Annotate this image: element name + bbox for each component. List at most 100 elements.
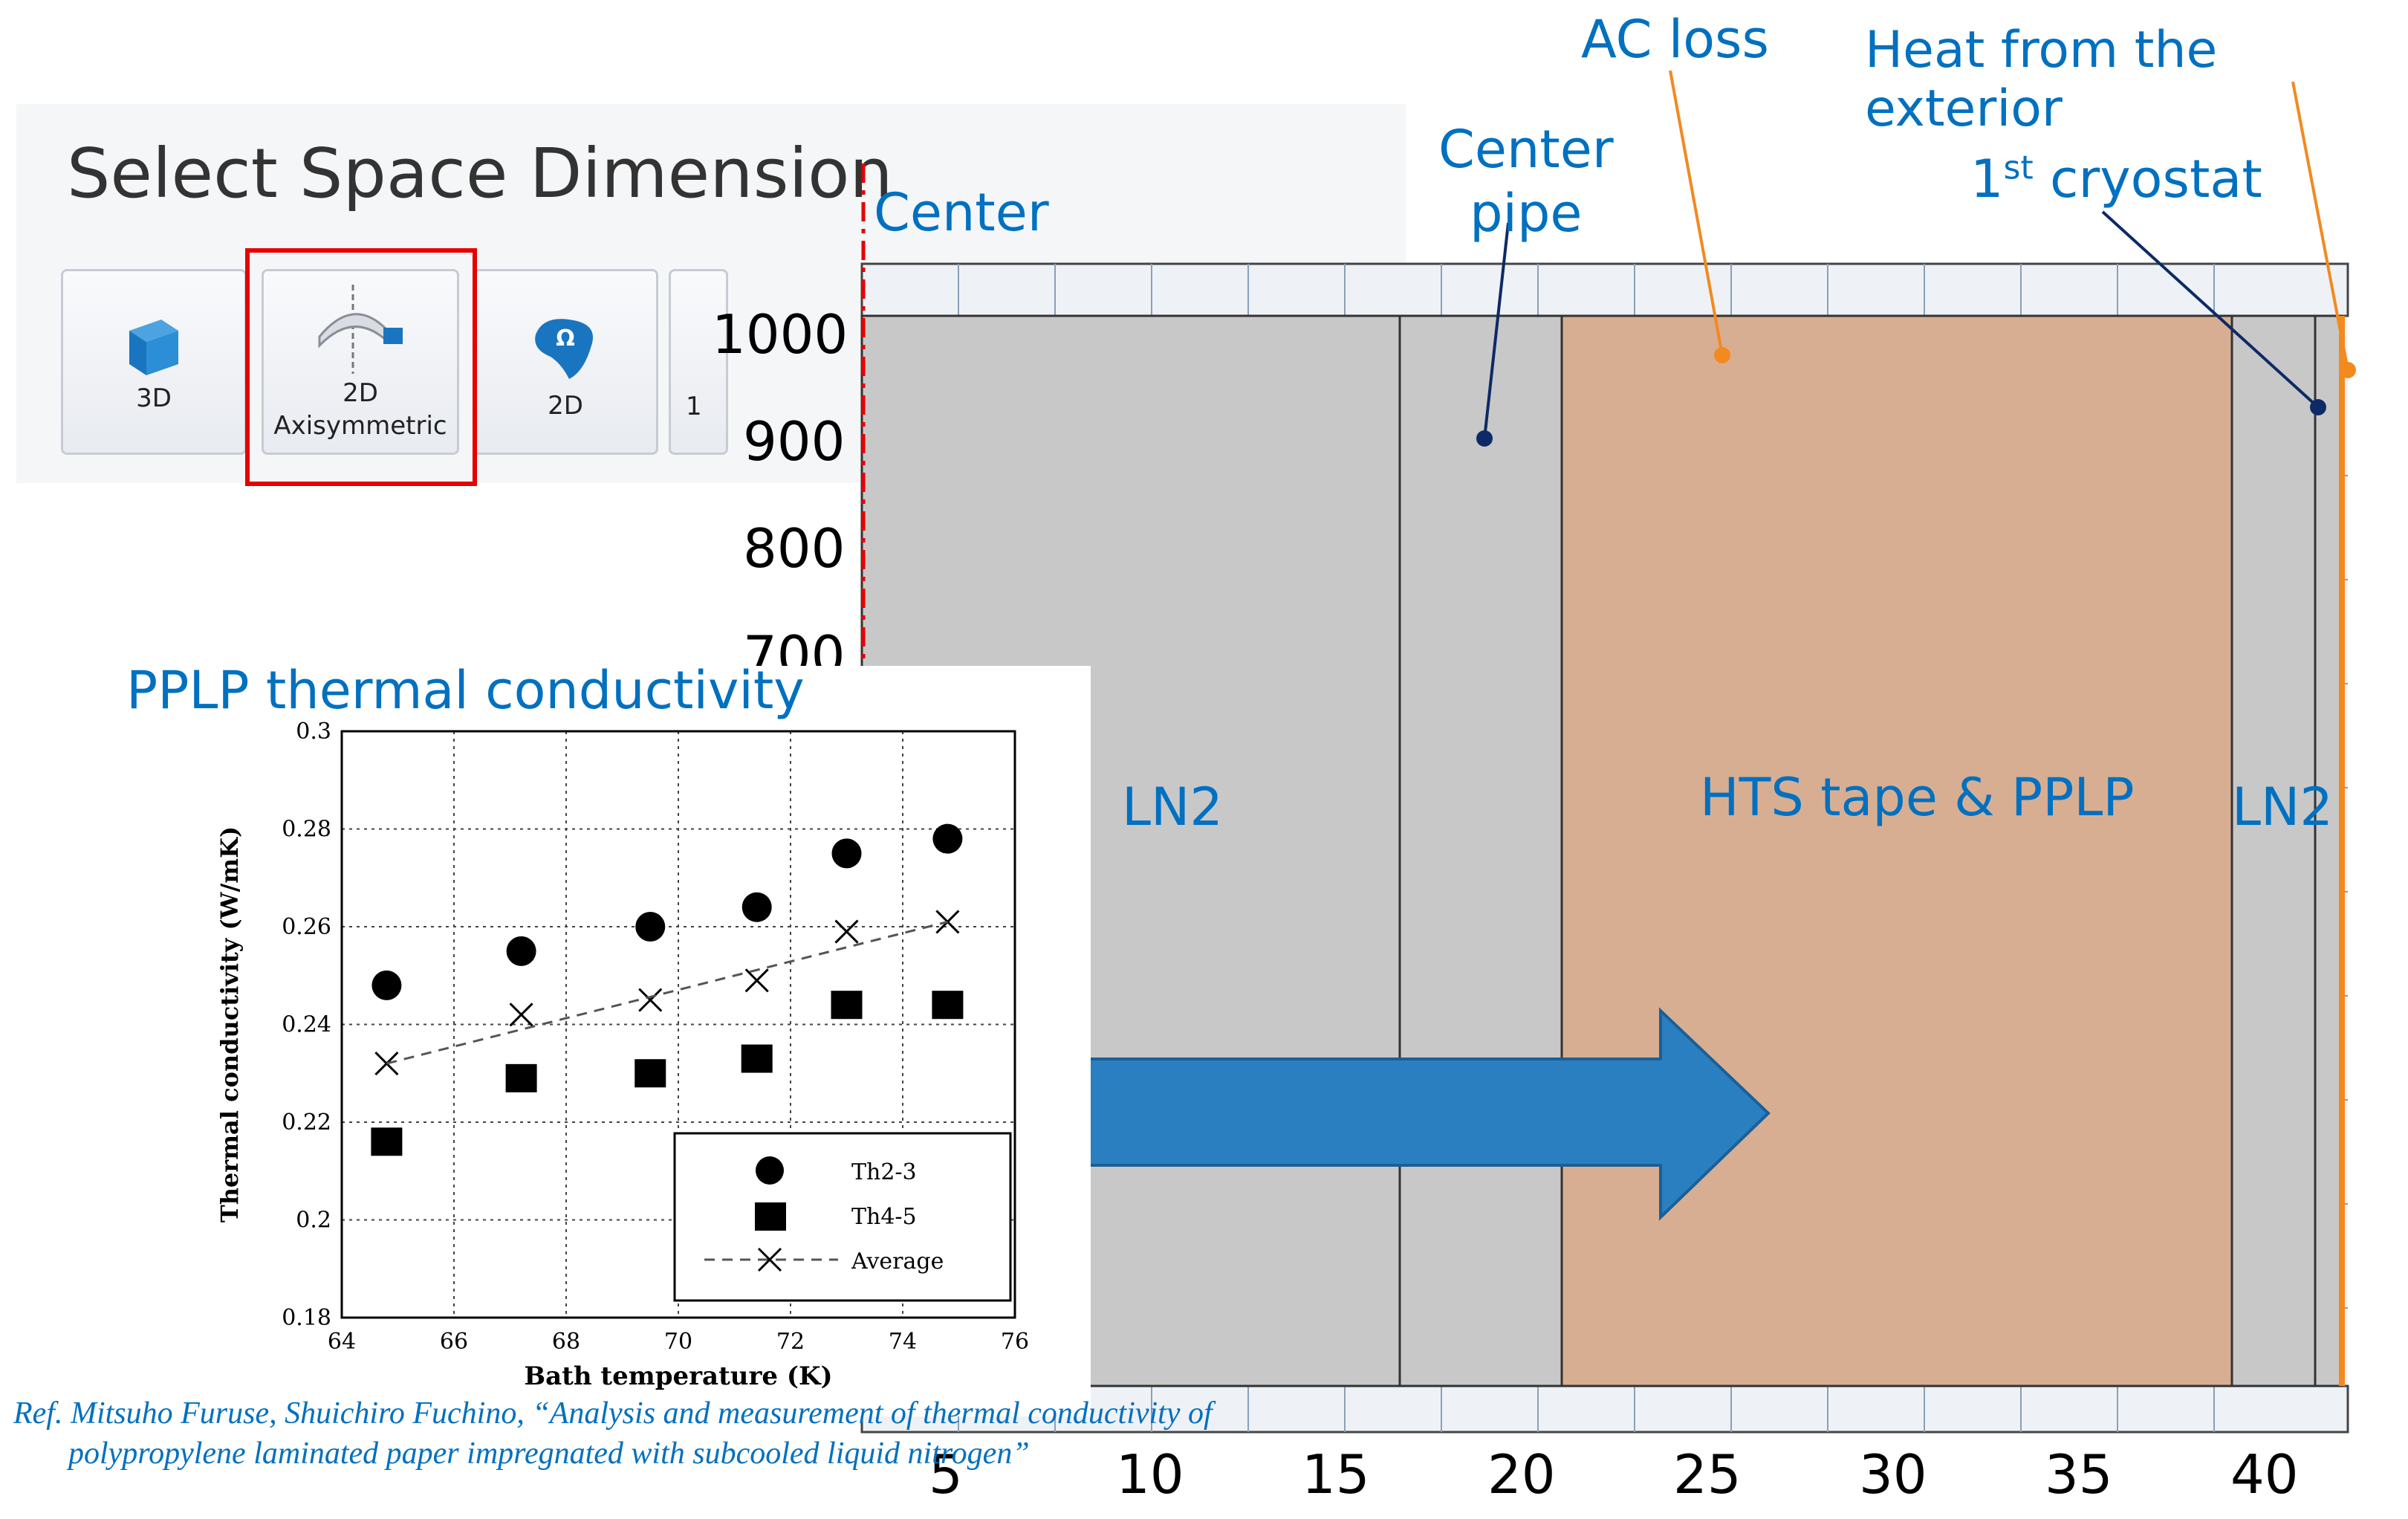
center-pipe-label-line1: Center: [1438, 119, 1614, 180]
x-tick-30: 30: [1859, 1443, 1927, 1506]
2d-button[interactable]: Ω 2D: [473, 269, 658, 455]
legend-average-marker: [757, 1247, 782, 1272]
inset-y-tick-label: 0.24: [282, 1012, 331, 1038]
y-tick-900: 900: [743, 410, 846, 473]
th2-3-point: [506, 936, 536, 966]
inset-y-axis-label: Thermal conductivity (W/mK): [215, 826, 244, 1222]
inset-y-tick-label: 0.3: [296, 719, 331, 745]
inset-axes: [340, 730, 1016, 1319]
x-tick-15: 15: [1302, 1443, 1370, 1506]
th4-5-point: [635, 1059, 666, 1088]
heat-exterior-dot: [2340, 362, 2356, 378]
cryostat-leader: [2101, 210, 2320, 409]
cryostat-region: [2314, 314, 2343, 1387]
inset-legend-box: [673, 1132, 1012, 1302]
reference-line-2: polypropylene laminated paper impregnate…: [68, 1437, 1030, 1471]
heat-exterior-leader: [2291, 81, 2349, 371]
axisymmetric-label-line1: 2D: [343, 378, 378, 408]
svg-text:Ω: Ω: [556, 326, 575, 352]
partial-button[interactable]: 1: [669, 269, 728, 455]
legend-th4-5-marker: [755, 1202, 786, 1231]
reference-line-1: Ref. Mitsuho Furuse, Shuichiro Fuchino, …: [13, 1396, 1213, 1431]
th2-3-point: [932, 823, 963, 854]
inset-x-tick-label: 68: [552, 1329, 580, 1355]
legend-label: Average: [851, 1248, 944, 1275]
selection-highlight: [245, 248, 477, 486]
center-pipe-dot: [1476, 430, 1493, 447]
inset-x-tick-label: 64: [328, 1329, 356, 1355]
y-tick-800: 800: [743, 517, 846, 580]
legend-th2-3-marker: [756, 1156, 784, 1185]
inset-title: PPLP thermal conductivity: [126, 660, 805, 721]
cryostat-label-text: cryostat: [2033, 149, 2262, 210]
inset-x-tick-label: 70: [664, 1329, 692, 1355]
average-point: [509, 1003, 533, 1027]
cryostat-label: 1st cryostat: [1970, 149, 2262, 210]
inset-x-tick-label: 66: [440, 1329, 468, 1355]
x-tick-20: 20: [1487, 1443, 1556, 1506]
cryostat-label-number: 1: [1970, 149, 2004, 210]
th2-3-point: [831, 838, 862, 869]
cryostat-label-superscript: st: [2003, 149, 2034, 187]
partial-button-label: 1: [686, 392, 702, 421]
x-tick-10: 10: [1116, 1443, 1184, 1506]
ln2-right-label: LN2: [2232, 777, 2333, 838]
average-point: [638, 988, 663, 1012]
cryostat-dot: [2310, 399, 2326, 415]
average-point: [834, 919, 859, 944]
th4-5-point: [741, 1044, 773, 1073]
inset-x-tick-label: 72: [776, 1329, 805, 1355]
inset-x-axis-label: Bath temperature (K): [524, 1361, 832, 1391]
average-trend-line: [386, 920, 948, 1065]
2d-button-label: 2D: [548, 391, 583, 421]
y-tick-1000: 1000: [712, 303, 848, 366]
inset-ticks: 64 66 68 70 72 74 76 0.18 0.2 0.22 0.24 0.26 0.28 0.3…: [215, 719, 1029, 1391]
th4-5-point: [505, 1063, 537, 1092]
axisymmetric-icon: [318, 285, 403, 374]
flow-arrow: [1042, 1007, 1771, 1221]
th2-3-point: [371, 970, 402, 1000]
inset-y-tick-label: 0.28: [282, 817, 331, 843]
center-label: Center: [874, 182, 1049, 243]
th2-3-point: [741, 892, 772, 922]
th4-5-point: [371, 1127, 403, 1156]
bottom-ruler: [860, 1384, 2349, 1434]
ln2-outer-region: [2230, 314, 2317, 1387]
th2-3-point: [635, 912, 666, 942]
x-tick-40: 40: [2230, 1443, 2299, 1506]
inset-y-tick-label: 0.18: [282, 1305, 331, 1331]
legend-label: Th4-5: [851, 1204, 917, 1230]
3d-button[interactable]: 3D: [61, 269, 247, 455]
inset-x-tick-label: 74: [889, 1329, 917, 1355]
hts-pplp-region: [1560, 314, 2233, 1387]
th4-5-point: [932, 991, 964, 1020]
inset-x-tick-label: 76: [1001, 1329, 1029, 1355]
ln2-left-label: LN2: [1122, 777, 1223, 838]
th4-5-point: [831, 991, 863, 1020]
inset-plot-frame: [340, 730, 1016, 1319]
hts-label: HTS tape & PPLP: [1700, 767, 2135, 828]
inset-y-tick-label: 0.22: [282, 1110, 331, 1136]
inset-y-tick-label: 0.26: [282, 914, 331, 940]
x-tick-25: 25: [1673, 1443, 1742, 1506]
axisymmetric-label-line2: Axisymmetric: [273, 411, 447, 441]
center-pipe-leader: [1483, 222, 1510, 439]
panel-title: Select Space Dimension: [67, 134, 893, 213]
inset-y-tick-label: 0.2: [296, 1208, 331, 1234]
ac-loss-label: AC loss: [1581, 9, 1769, 70]
cube-icon: [129, 320, 178, 375]
ac-loss-dot: [1714, 347, 1730, 363]
center-pipe-region: [1398, 314, 1563, 1387]
x-tick-35: 35: [2045, 1443, 2113, 1506]
center-pipe-label: Center pipe: [1438, 117, 1614, 245]
x-tick-5: 5: [929, 1443, 963, 1506]
2d-axisymmetric-button[interactable]: 2D Axisymmetric: [262, 269, 459, 455]
heat-exterior-label: Heat from the exterior: [1865, 21, 2218, 138]
top-ruler: [860, 262, 2349, 317]
2d-shape-icon: Ω: [535, 319, 593, 379]
average-point: [744, 968, 769, 993]
inset-marks: [371, 823, 964, 1156]
